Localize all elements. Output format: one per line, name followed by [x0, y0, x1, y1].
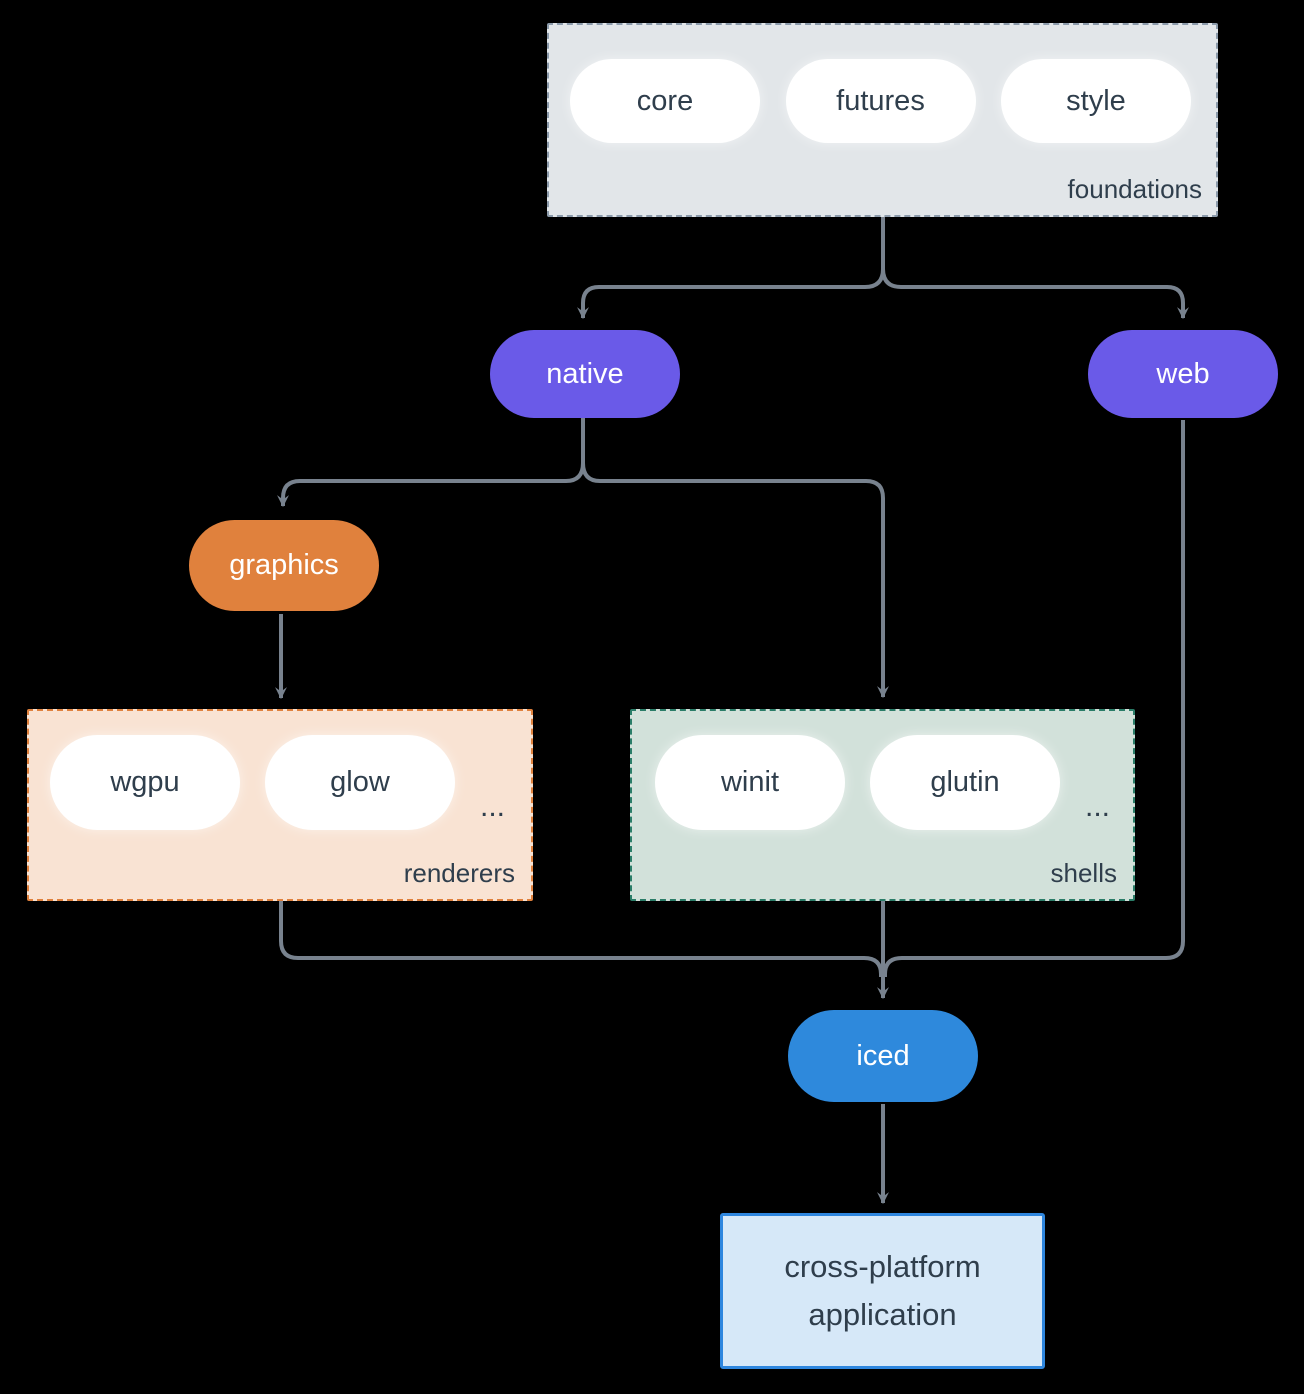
- node-style-pill: style: [1001, 59, 1191, 143]
- node-cross-platform-application-box: cross-platform application: [720, 1213, 1045, 1369]
- foundations-group: core futures style foundations: [547, 23, 1218, 217]
- node-winit-pill: winit: [655, 735, 845, 830]
- renderers-ellipsis: ...: [480, 789, 506, 823]
- arrow-native-to-graphics: [277, 418, 585, 508]
- shells-group: winit glutin ... shells: [630, 709, 1135, 901]
- arrow-native-to-shells: [581, 418, 889, 699]
- node-native-pill: native: [490, 330, 680, 418]
- renderers-group: wgpu glow ... renderers: [27, 709, 533, 901]
- node-graphics-pill: graphics: [189, 520, 379, 611]
- foundations-label: foundations: [1067, 174, 1202, 204]
- renderers-label: renderers: [403, 858, 515, 888]
- node-wgpu-pill: wgpu: [50, 735, 240, 830]
- node-futures-pill: futures: [785, 59, 976, 143]
- line-renderers-to-merge: [279, 901, 883, 977]
- shells-label: shells: [1050, 858, 1117, 888]
- arrow-foundations-to-web: [881, 215, 1189, 320]
- node-core-pill: core: [570, 59, 760, 143]
- node-web-pill: web: [1088, 330, 1278, 418]
- node-iced-pill: iced: [788, 1010, 978, 1102]
- arrow-foundations-to-native: [577, 215, 885, 320]
- node-glow-pill: glow: [265, 735, 455, 830]
- shells-ellipsis: ...: [1085, 789, 1111, 823]
- node-glutin-pill: glutin: [870, 735, 1060, 830]
